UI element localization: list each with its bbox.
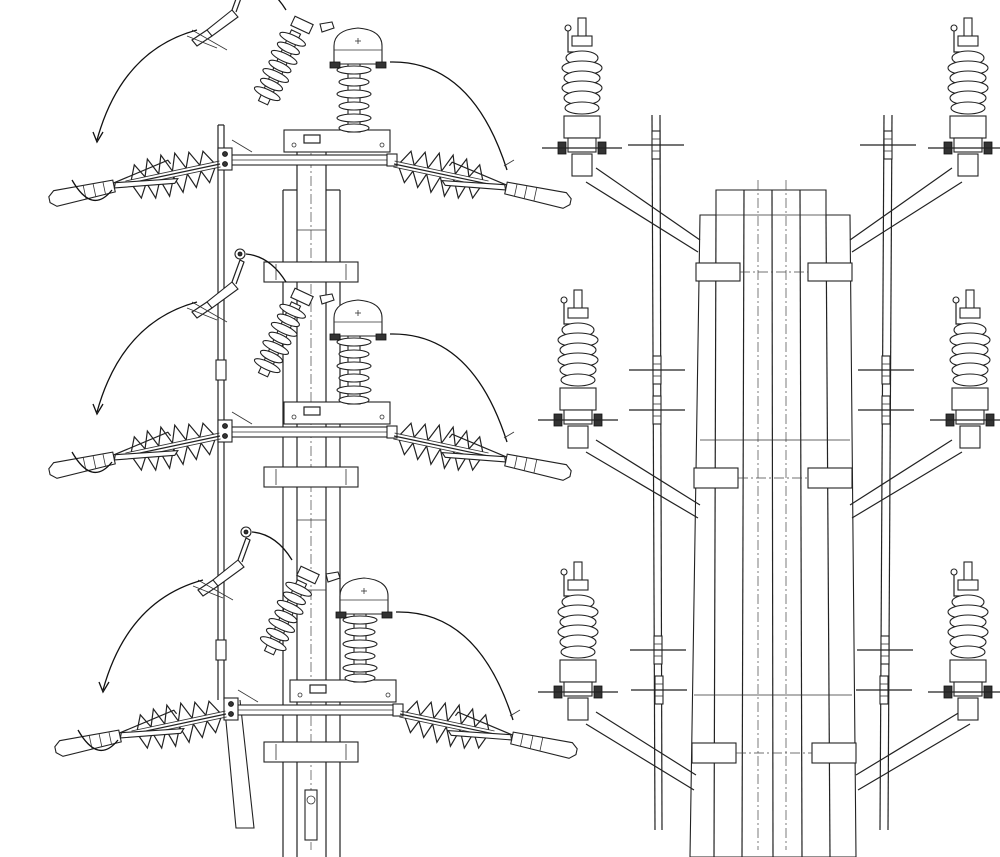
top-unit-left-1	[541, 17, 623, 177]
side-rods	[627, 114, 917, 831]
vertical-brace	[215, 124, 255, 829]
top-unit-left-3	[537, 561, 619, 721]
top-unit-right-1	[927, 17, 1000, 177]
phase-unit-bottom	[53, 527, 580, 762]
phase-unit-top	[47, 0, 574, 212]
top-unit-right-3	[927, 561, 1000, 721]
pole	[263, 140, 359, 857]
side-elevation-panel	[47, 0, 580, 857]
top-view-panel	[537, 17, 1000, 857]
top-unit-left-2	[537, 289, 619, 449]
phase-unit-middle	[47, 249, 574, 484]
top-view-braces	[585, 167, 971, 791]
pole-top-view	[689, 180, 857, 857]
top-unit-right-2	[929, 289, 1000, 449]
